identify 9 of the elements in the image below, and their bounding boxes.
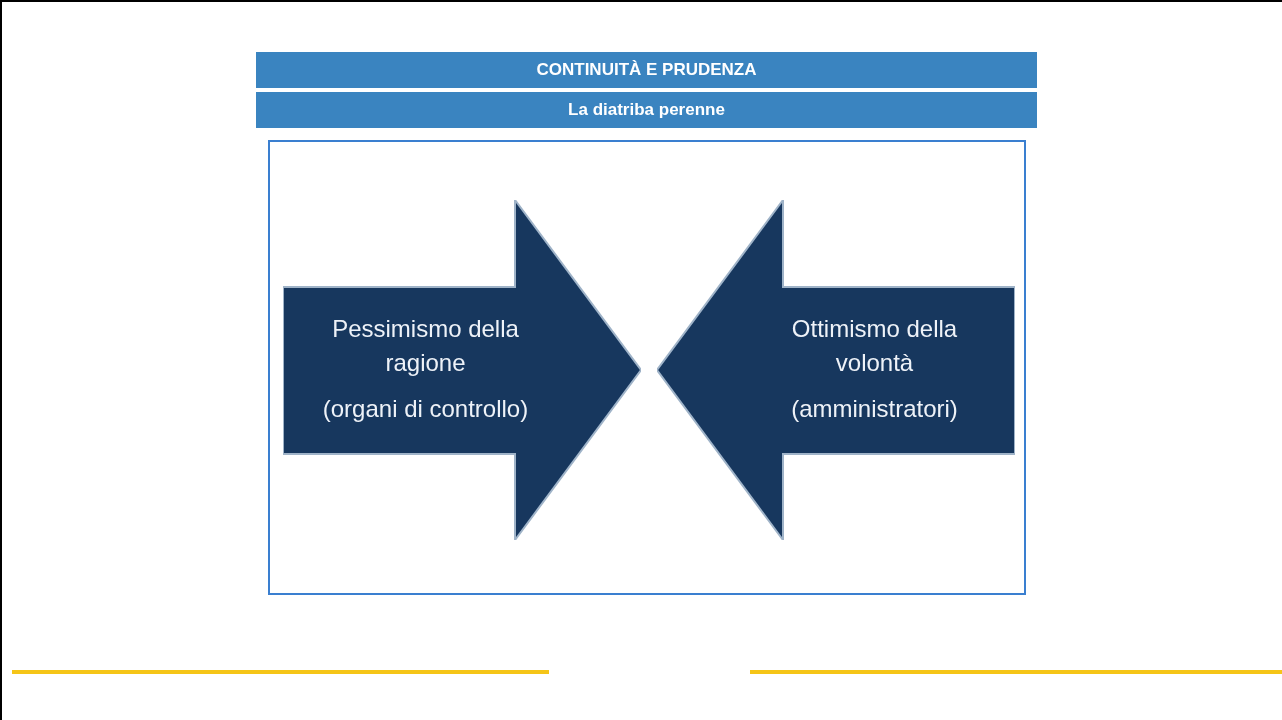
- block-arrow: [283, 200, 641, 540]
- title-bar: CONTINUITÀ E PRUDENZA: [256, 52, 1037, 88]
- frame-box: [268, 140, 1026, 595]
- subtitle-bar: La diatriba perenne: [256, 92, 1037, 128]
- arrow-note: (amministratori): [790, 394, 959, 424]
- arrow-note: (organi di controllo): [321, 394, 530, 424]
- block-arrow: [657, 200, 1015, 540]
- arrow-heading: Pessimismo della ragione: [331, 314, 520, 378]
- arrow-heading: Ottimismo della volontà: [790, 314, 959, 378]
